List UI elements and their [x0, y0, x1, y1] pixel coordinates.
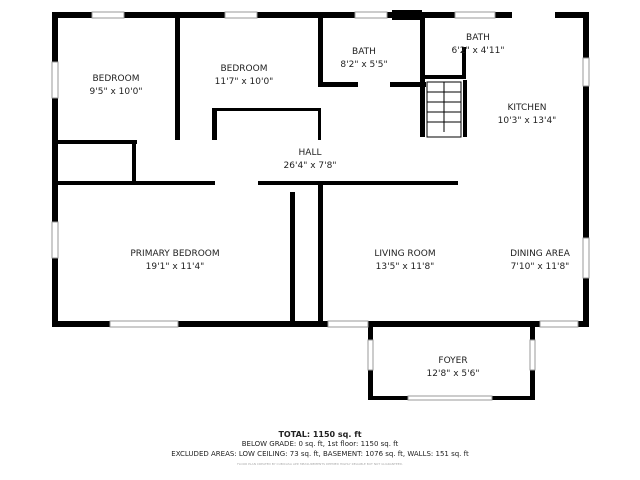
room-name: DINING AREA	[510, 249, 570, 259]
disclaimer: FLOOR PLAN CREATED BY CUBICASA APP. MEAS…	[237, 462, 403, 466]
room-name: BEDROOM	[220, 64, 268, 74]
room-size: 12'8" x 5'6"	[426, 369, 480, 379]
room-size: 6'2" x 4'11"	[451, 46, 505, 56]
room-living-room: LIVING ROOM 13'5" x 11'8"	[374, 248, 435, 274]
room-size: 9'5" x 10'0"	[89, 87, 143, 97]
room-name: BATH	[466, 33, 490, 43]
room-size: 13'5" x 11'8"	[375, 262, 435, 272]
windows	[51, 11, 590, 401]
room-bedroom-2: BEDROOM 11'7" x 10'0"	[215, 63, 274, 89]
room-hall: HALL 26'4" x 7'8"	[284, 147, 337, 173]
room-name: HALL	[298, 148, 322, 158]
room-size: 7'10" x 11'8"	[510, 262, 570, 272]
room-bath-2: BATH 6'2" x 4'11"	[452, 32, 505, 58]
room-name: KITCHEN	[507, 103, 547, 113]
stairs	[426, 81, 462, 138]
walls	[52, 10, 589, 400]
below-grade-area: BELOW GRADE: 0 sq. ft, 1st floor: 1150 s…	[241, 440, 399, 448]
room-size: 26'4" x 7'8"	[283, 161, 337, 171]
room-name: LIVING ROOM	[374, 249, 436, 259]
room-name: PRIMARY BEDROOM	[130, 249, 220, 259]
room-dining-area: DINING AREA 7'10" x 11'8"	[510, 248, 570, 274]
room-size: 8'2" x 5'5"	[340, 60, 388, 70]
excluded-areas: EXCLUDED AREAS: LOW CEILING: 73 sq. ft, …	[171, 450, 469, 458]
room-name: FOYER	[438, 356, 468, 366]
room-foyer: FOYER 12'8" x 5'6"	[427, 355, 480, 381]
room-name: BEDROOM	[92, 74, 140, 84]
room-size: 10'3" x 13'4"	[497, 116, 557, 126]
room-kitchen: KITCHEN 10'3" x 13'4"	[498, 102, 557, 128]
room-bedroom-1: BEDROOM 9'5" x 10'0"	[90, 73, 143, 99]
total-area: TOTAL: 1150 sq. ft	[278, 430, 362, 439]
room-size: 11'7" x 10'0"	[214, 77, 274, 87]
room-bath-1: BATH 8'2" x 5'5"	[340, 46, 387, 72]
room-primary-bedroom: PRIMARY BEDROOM 19'1" x 11'4"	[130, 248, 219, 274]
room-size: 19'1" x 11'4"	[145, 262, 205, 272]
room-name: BATH	[352, 47, 376, 57]
